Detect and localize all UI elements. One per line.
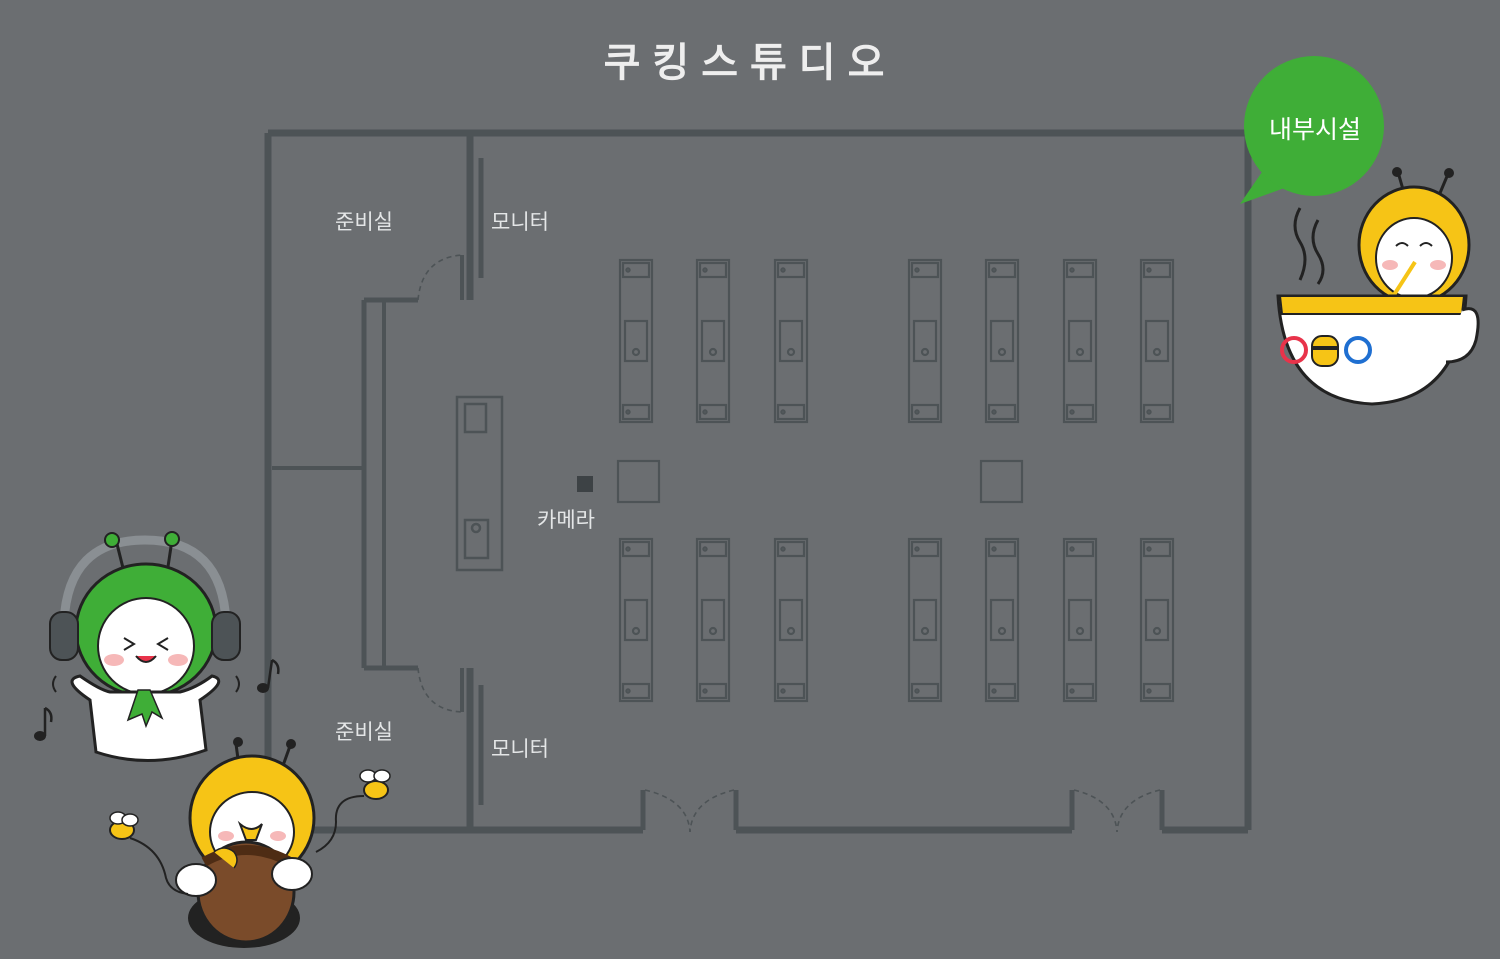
cooking-station	[984, 537, 1020, 703]
walls	[264, 129, 1252, 834]
cooking-station	[1062, 537, 1098, 703]
pillar	[979, 459, 1024, 504]
cooking-station	[695, 537, 731, 703]
page-title: 쿠킹스튜디오	[603, 40, 897, 86]
bee-icon	[109, 811, 189, 895]
prep-room-label: 준비실	[335, 720, 393, 744]
presenter-counter	[455, 395, 504, 572]
bee-icon	[315, 769, 391, 853]
cooking-station	[1062, 258, 1098, 424]
music-note-icon	[34, 658, 280, 741]
facilities-badge	[1240, 56, 1384, 204]
facilities-badge-text: 내부시설	[1268, 115, 1361, 144]
pillar	[616, 459, 661, 504]
cooking-station	[1139, 537, 1175, 703]
monitor-label: 모니터	[491, 210, 549, 234]
cooking-stations	[618, 258, 1175, 703]
mascot-noodle-cup	[1276, 167, 1480, 406]
camera-label: 카메라	[537, 508, 595, 532]
prep-room-label: 준비실	[335, 210, 393, 234]
monitor-label: 모니터	[491, 737, 549, 761]
mascot-headphones	[34, 531, 280, 763]
cooking-station	[907, 537, 943, 703]
cooking-station	[695, 258, 731, 424]
camera-icon	[577, 476, 593, 492]
cooking-station	[773, 258, 809, 424]
cooking-station	[907, 258, 943, 424]
cooking-station	[618, 258, 654, 424]
cooking-station	[618, 537, 654, 703]
door-swings	[417, 254, 1161, 833]
cooking-station	[773, 537, 809, 703]
cooking-station	[984, 258, 1020, 424]
mascot-honey-pot	[109, 737, 391, 948]
cooking-station	[1139, 258, 1175, 424]
